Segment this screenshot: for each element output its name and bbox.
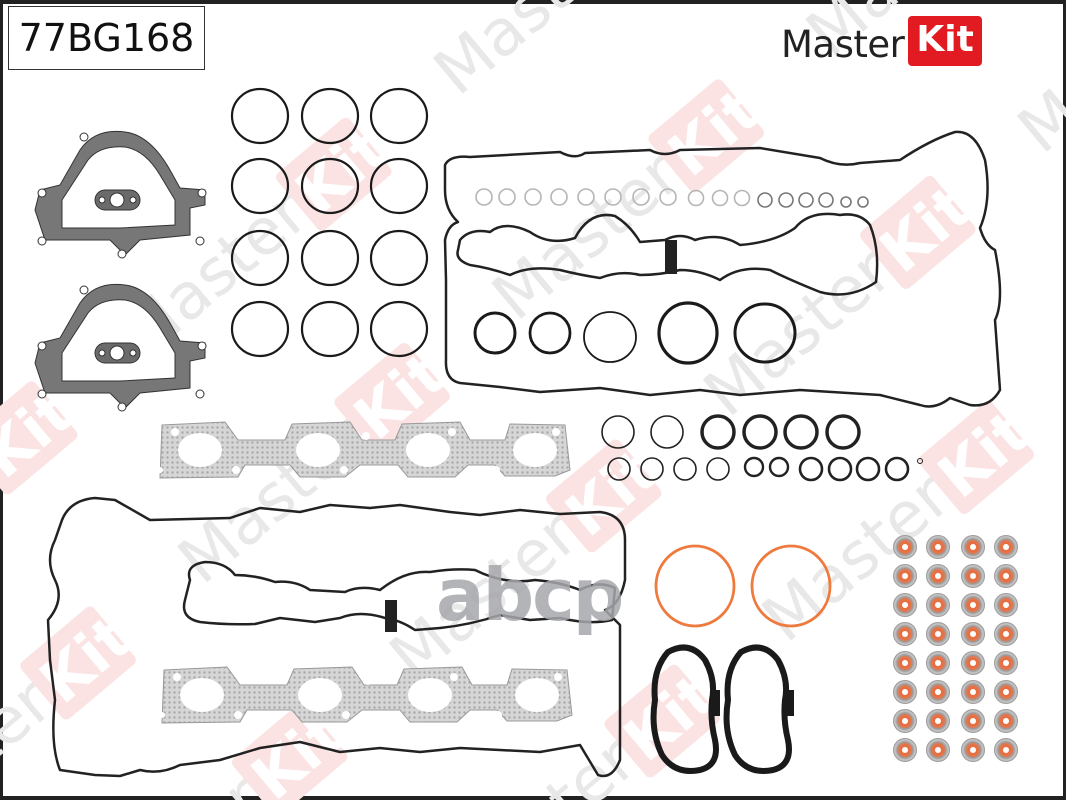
o-ring-row-mid-1 <box>601 414 861 450</box>
brand-logo-kit-badge: Kit <box>908 16 982 66</box>
turbo-gasket-bottom <box>34 283 207 412</box>
part-number-label: 77BG168 <box>8 6 205 70</box>
brand-logo: Master Kit <box>781 16 982 70</box>
large-o-ring-grid <box>230 87 429 358</box>
orange-seal-rings <box>654 544 832 628</box>
turbo-gasket-top <box>34 130 207 259</box>
abcp-watermark: abcp <box>436 553 624 637</box>
small-o-ring-row <box>475 188 869 208</box>
exhaust-manifold-gasket-upper <box>157 421 571 479</box>
valve-stem-seal-grid <box>893 535 1018 762</box>
brand-logo-master-text: Master <box>781 22 905 66</box>
medium-o-ring-row <box>473 301 797 365</box>
o-ring-row-mid-2 <box>607 456 923 482</box>
black-shaped-seals <box>650 644 794 774</box>
valve-cover-gasket-upper <box>443 130 1002 408</box>
valve-cover-gasket-lower <box>46 496 627 778</box>
exhaust-manifold-gasket-lower <box>159 666 573 724</box>
